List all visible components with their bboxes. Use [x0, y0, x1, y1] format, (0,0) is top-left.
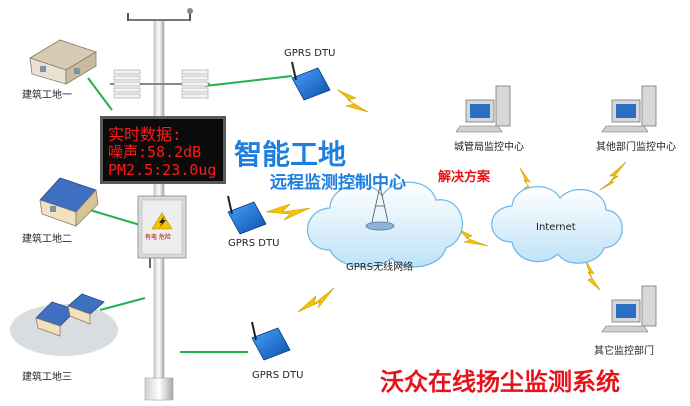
- site-label-2: 建筑工地二: [22, 234, 72, 245]
- monitor-label-other-dept: 其他部门监控中心: [596, 142, 676, 153]
- sensor-shield-right: [181, 69, 209, 99]
- line-site2-pole: [89, 209, 141, 226]
- led-line-pm25: PM2.5:23.0ug: [108, 161, 217, 179]
- bolt-monitor3: [583, 257, 601, 291]
- internet-label: Internet: [536, 222, 576, 233]
- monitor-label-other-monitor: 其它监控部门: [594, 346, 654, 357]
- headline-sub: 远程监测控制中心: [270, 173, 406, 193]
- dtu-label-3: GPRS DTU: [252, 370, 304, 381]
- led-line-noise: 噪声:58.2dB: [108, 143, 202, 161]
- connection-lines: [87, 75, 293, 353]
- house-site1: [29, 39, 97, 85]
- house-site3: [10, 293, 118, 356]
- headline-main: 智能工地: [234, 138, 347, 171]
- line-site1-pole: [87, 77, 113, 111]
- workstation-city: [455, 85, 511, 133]
- workstation-other-dept: [601, 85, 657, 133]
- line-site3-pole: [99, 297, 146, 311]
- house-site2: [39, 177, 99, 227]
- bolt-dtu3: [297, 287, 335, 313]
- bolt-dtu1: [337, 89, 369, 113]
- monitor-label-city: 城管局监控中心: [454, 142, 524, 153]
- internet-cloud: [491, 186, 623, 264]
- dtu-label-2: GPRS DTU: [228, 238, 280, 249]
- bolt-dtu2: [265, 203, 311, 221]
- dtu-device-2: [227, 195, 267, 235]
- brand-title: 沃众在线扬尘监测系统: [380, 368, 620, 396]
- bolt-internet-left: [455, 227, 489, 247]
- monitoring-pole: [110, 8, 210, 401]
- gprs-tower: [365, 185, 395, 231]
- headline-tail: 解决方案: [438, 170, 491, 185]
- gprs-network-label: GPRS无线网络: [346, 262, 414, 273]
- dtu-label-1: GPRS DTU: [284, 48, 336, 59]
- dtu-device-3: [251, 321, 291, 361]
- sensor-shield-left: [113, 69, 141, 99]
- led-display-board: 实时数据: 噪声:58.2dB PM2.5:23.0ug: [100, 116, 226, 184]
- bolt-monitor2: [599, 161, 627, 191]
- workstation-other-monitor: [601, 285, 657, 333]
- site-label-3: 建筑工地三: [22, 372, 72, 383]
- line-pole-dtu1: [204, 75, 293, 87]
- site-label-1: 建筑工地一: [22, 90, 72, 101]
- dtu-device-1: [291, 61, 331, 101]
- led-line-title: 实时数据:: [108, 125, 182, 144]
- cabinet-warning: 有电 危险: [145, 234, 171, 241]
